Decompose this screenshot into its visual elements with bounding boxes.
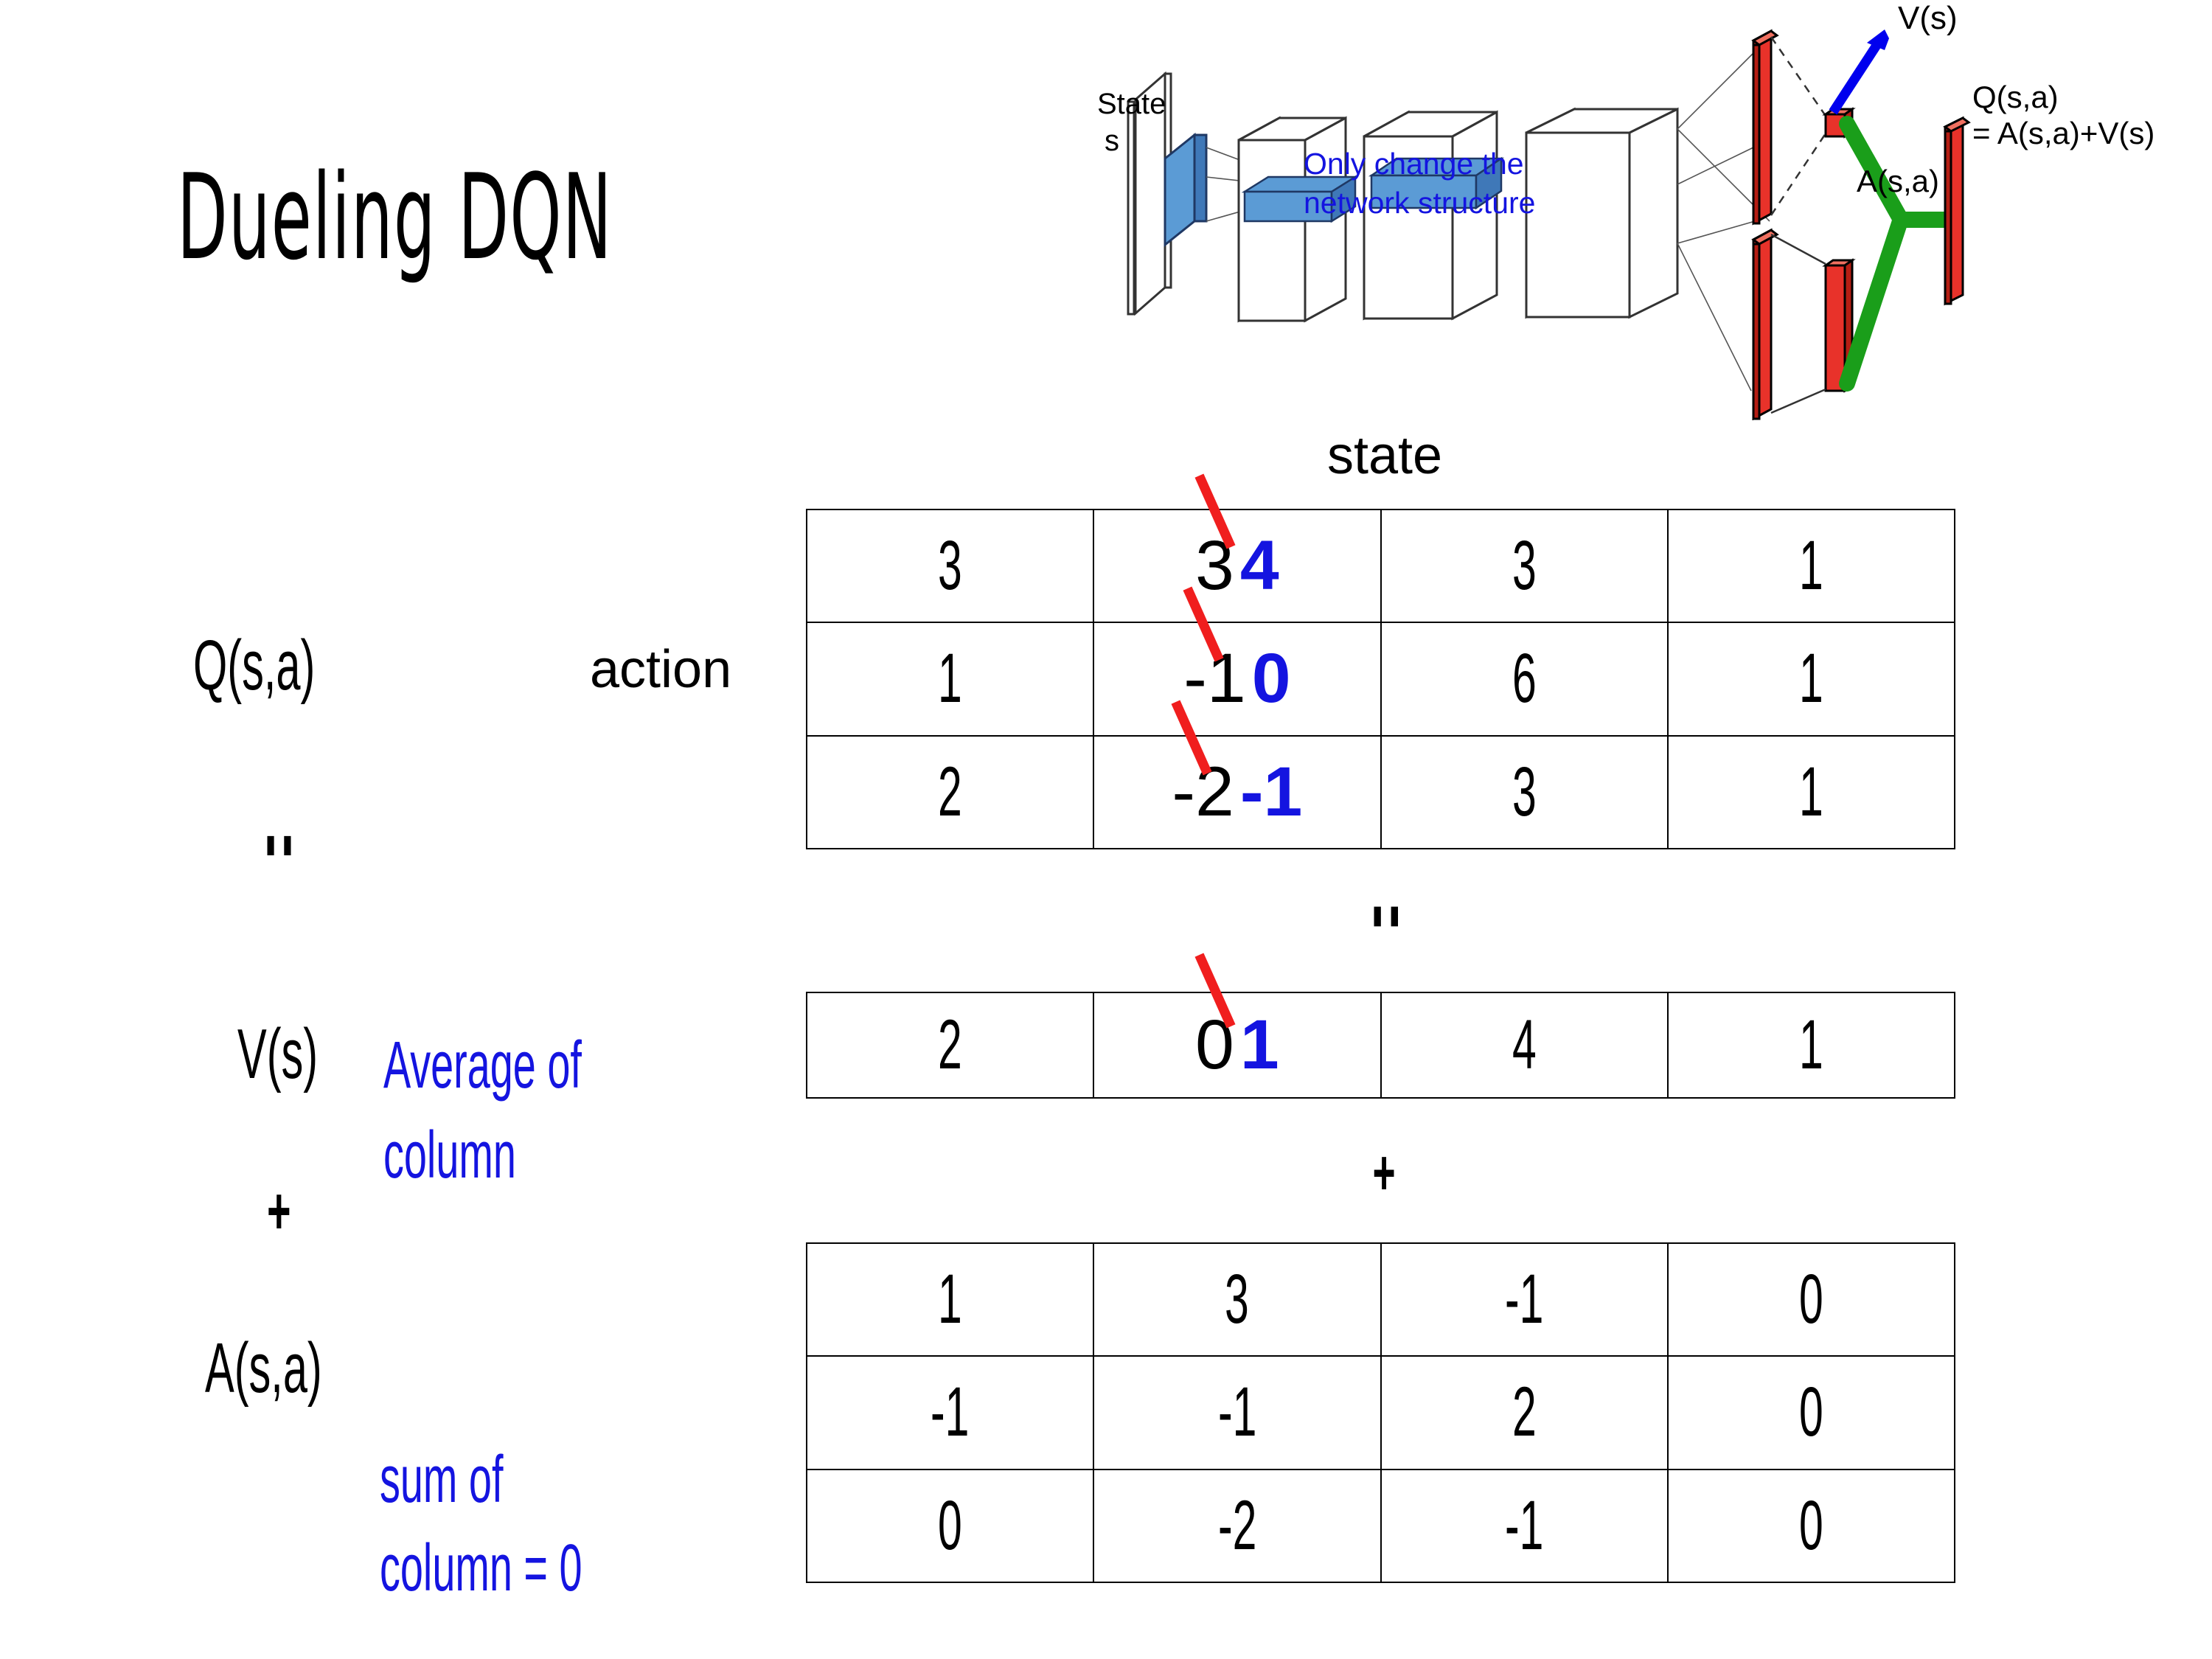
table-row: 1 -1 0 6 1: [805, 622, 1956, 737]
q-cell-r0c1-edited: 3 4: [1093, 508, 1382, 624]
a-cell-r1c3: 0: [1666, 1355, 1956, 1470]
value-arrow: [1829, 29, 1889, 115]
a-cell-r0c1: 3: [1093, 1242, 1382, 1357]
v-cell-c2: 4: [1380, 992, 1669, 1099]
q-cell-r1c1-old-value: -1: [1183, 639, 1246, 718]
q-cell-r2c1-new-value: -1: [1239, 752, 1303, 831]
annotation-sum-of-line1: sum of: [380, 1443, 504, 1517]
q-table: 3 3 4 3 1 1 -1 0 6 1 2: [805, 508, 1956, 850]
diagram-advantage-output-label: A(s,a): [1857, 164, 1940, 198]
q-cell-r1c0: 1: [805, 622, 1095, 737]
q-cell-r2c3: 1: [1666, 734, 1956, 850]
q-cell-r1c1-edited: -1 0: [1093, 622, 1382, 737]
diagram-note-line2: network structure: [1304, 186, 1536, 220]
q-cell-r1c3: 1: [1666, 622, 1956, 737]
a-cell-r1c2: 2: [1380, 1355, 1669, 1470]
q-cell-r1c2: 6: [1380, 622, 1669, 737]
v-cell-c3: 1: [1666, 992, 1956, 1099]
table-row: 0 -2 -1 0: [805, 1468, 1956, 1584]
q-cell-r2c0: 2: [805, 734, 1095, 850]
table-row: 3 3 4 3 1: [805, 508, 1956, 624]
label-a-function: A(s,a): [205, 1329, 322, 1408]
diagram-value-output-label: V(s): [1898, 0, 1958, 36]
q-cell-r0c0: 3: [805, 508, 1095, 624]
a-cell-r2c2: -1: [1380, 1468, 1669, 1584]
q-cell-r0c1-new-value: 4: [1239, 526, 1279, 605]
q-cell-r2c1-old-value: -2: [1172, 752, 1234, 831]
network-diagram-svg: [1127, 29, 1971, 421]
diagram-q-output-label-line1: Q(s,a): [1972, 80, 2059, 114]
v-cell-c0: 2: [805, 992, 1095, 1099]
page-title: Dueling DQN: [177, 148, 613, 286]
label-q-function: Q(s,a): [193, 626, 316, 705]
axis-label-action: action: [590, 640, 732, 699]
a-cell-r2c3: 0: [1666, 1468, 1956, 1584]
v-cell-c1-old-value: 0: [1195, 1006, 1234, 1084]
diagram-q-output-label-line2: = A(s,a)+V(s): [1972, 116, 2155, 150]
v-table: 2 0 1 4 1: [805, 992, 1956, 1099]
a-cell-r1c0: -1: [805, 1355, 1095, 1470]
a-cell-r1c1: -1: [1093, 1355, 1382, 1470]
q-cell-r2c1-edited: -2 -1: [1093, 734, 1382, 850]
q-cell-r0c3: 1: [1666, 508, 1956, 624]
a-cell-r2c1: -2: [1093, 1468, 1382, 1584]
a-cell-r0c3: 0: [1666, 1242, 1956, 1357]
q-cell-r1c1-new-value: 0: [1251, 639, 1291, 718]
table-row: 2 -2 -1 3 1: [805, 734, 1956, 850]
operator-plus-v-a: +: [1372, 1138, 1396, 1208]
diagram-input-label-s: s: [1105, 125, 1119, 157]
table-row: 2 0 1 4 1: [805, 992, 1956, 1099]
a-cell-r0c2: -1: [1380, 1242, 1669, 1357]
diagram-input-label-state: State: [1097, 88, 1166, 120]
a-cell-r0c0: 1: [805, 1242, 1095, 1357]
a-table: 1 3 -1 0 -1 -1 2 0 0 -2 -1 0: [805, 1242, 1956, 1584]
a-cell-r2c0: 0: [805, 1468, 1095, 1584]
label-v-function: V(s): [237, 1015, 319, 1093]
dueling-network-diagram: State s Only change the network structur…: [1084, 0, 2212, 421]
axis-label-state: state: [1327, 426, 1443, 485]
label-equals-under-q: =: [245, 834, 315, 858]
annotation-average-of-line2: column: [383, 1119, 516, 1192]
annotation-average-of-line1: Average of: [383, 1029, 582, 1102]
operator-equals-q-v: =: [1351, 905, 1422, 928]
table-row: 1 3 -1 0: [805, 1242, 1956, 1357]
v-cell-c1-new-value: 1: [1239, 1006, 1279, 1084]
annotation-sum-of-line2: column = 0: [380, 1531, 582, 1605]
table-row: -1 -1 2 0: [805, 1355, 1956, 1470]
q-cell-r0c2: 3: [1380, 508, 1669, 624]
q-cell-r2c2: 3: [1380, 734, 1669, 850]
q-cell-r0c1-old-value: 3: [1195, 526, 1234, 605]
diagram-note-line1: Only change the: [1304, 147, 1524, 181]
v-cell-c1-edited: 0 1: [1093, 992, 1382, 1099]
label-plus-under-v: +: [266, 1175, 291, 1248]
